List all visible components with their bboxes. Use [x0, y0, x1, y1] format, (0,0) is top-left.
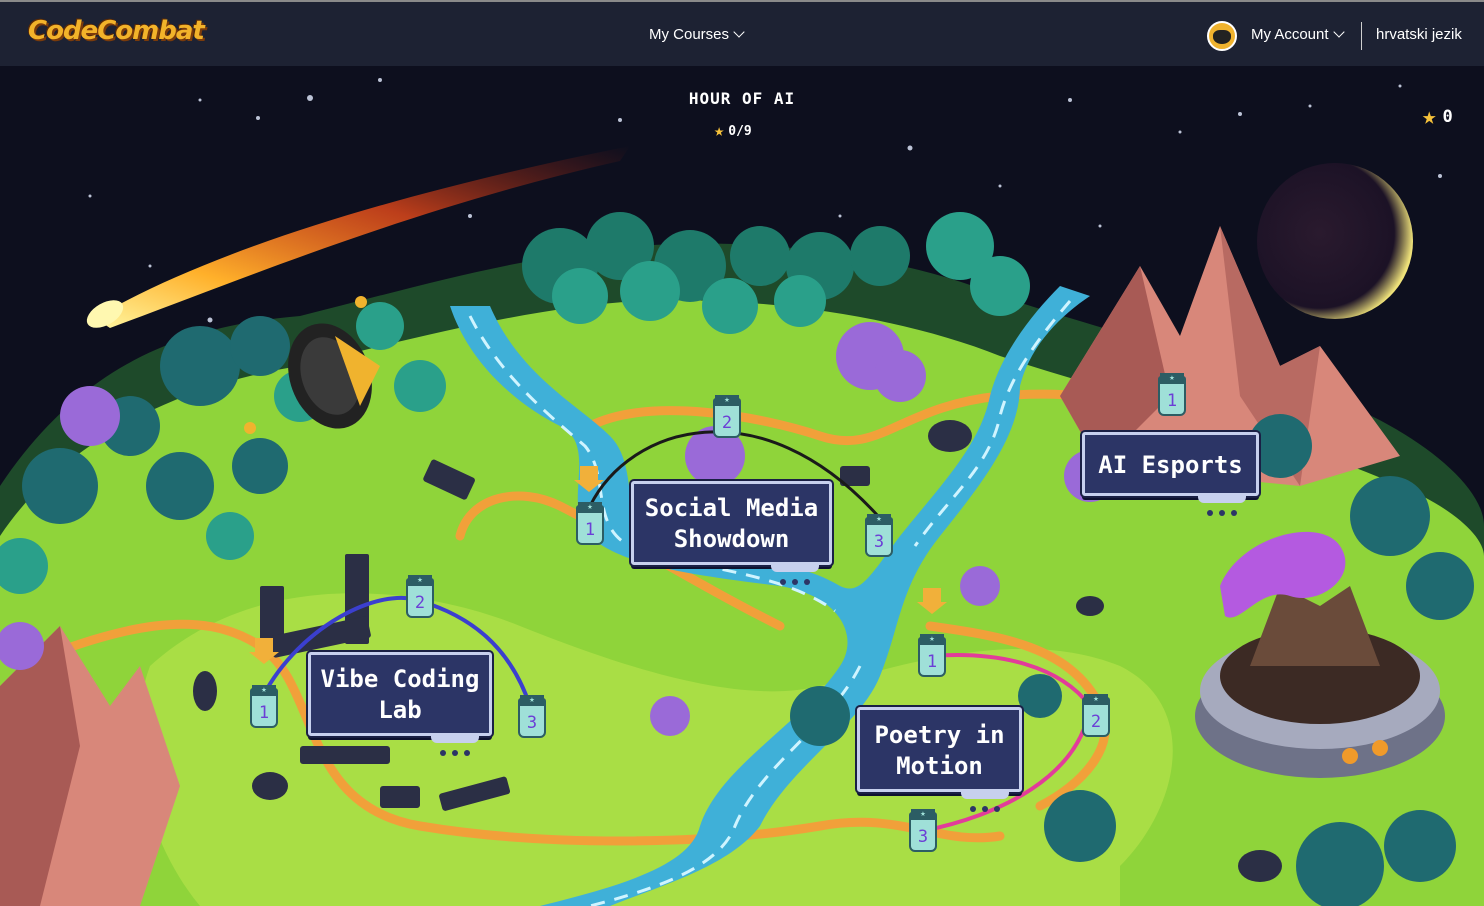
- top-nav-bar: CodeCombat My Courses My Account hrvatsk…: [0, 0, 1484, 66]
- entry-arrows: [249, 466, 947, 664]
- my-account-label: My Account: [1251, 26, 1329, 43]
- star-count-text: 0: [1442, 107, 1453, 127]
- my-account-menu[interactable]: My Account: [1251, 26, 1345, 43]
- progress-text: 0/9: [728, 124, 752, 139]
- comet-tail: [95, 146, 630, 328]
- portal-structure: [1195, 531, 1445, 778]
- level-title-line: Social Media: [644, 494, 819, 522]
- comet-head: [86, 300, 124, 328]
- more-dots-icon: [771, 562, 819, 585]
- star-icon: ★: [1422, 102, 1437, 130]
- my-courses-label: My Courses: [649, 26, 730, 43]
- stage-node[interactable]: 3: [909, 809, 937, 852]
- chevron-down-icon: [1332, 26, 1345, 38]
- stage-node[interactable]: 2: [1082, 694, 1110, 737]
- star-icon: ★: [714, 121, 725, 141]
- codecombat-logo[interactable]: CodeCombat: [28, 16, 205, 46]
- stars: [88, 78, 1442, 323]
- stage-node[interactable]: 3: [518, 695, 546, 738]
- stage-node[interactable]: 1: [250, 685, 278, 728]
- campaign-map: [0, 66, 1484, 906]
- more-dots-icon: [1198, 493, 1246, 516]
- level-vibe-coding-lab[interactable]: Vibe Coding Lab: [308, 652, 492, 756]
- level-title-line: Poetry in: [874, 721, 1005, 749]
- level-title-line: Motion: [896, 752, 983, 780]
- rocks: [193, 420, 1282, 882]
- nav-divider: [1361, 22, 1362, 50]
- star-counter: ★0: [1422, 100, 1453, 130]
- level-title-line: Showdown: [673, 525, 790, 553]
- level-title-line: AI Esports: [1098, 451, 1243, 479]
- chevron-down-icon: [733, 26, 745, 38]
- stage-node[interactable]: 1: [918, 634, 946, 677]
- map-illustration: [0, 66, 1484, 906]
- more-dots-icon: [961, 789, 1009, 812]
- stage-node[interactable]: 2: [406, 575, 434, 618]
- level-title-line: Vibe Coding: [320, 665, 480, 693]
- trees: [0, 212, 1474, 906]
- more-dots-icon: [431, 733, 479, 756]
- stage-node[interactable]: 3: [865, 514, 893, 557]
- moon: [1257, 163, 1413, 319]
- path-social-media: [588, 430, 880, 518]
- level-social-media-showdown[interactable]: Social Media Showdown: [631, 481, 832, 585]
- stage-node[interactable]: 1: [576, 502, 604, 545]
- avatar[interactable]: [1207, 21, 1237, 51]
- stage-node[interactable]: 2: [713, 395, 741, 438]
- level-title-line: Lab: [378, 696, 422, 724]
- level-ai-esports[interactable]: AI Esports: [1082, 432, 1259, 516]
- campaign-progress: ★0/9: [714, 120, 752, 141]
- crashed-pod: [244, 296, 380, 434]
- mountains-left: [0, 626, 180, 906]
- campaign-title: HOUR OF AI: [688, 89, 796, 108]
- stage-node[interactable]: 1: [1158, 373, 1186, 416]
- avatar-face-icon: [1213, 30, 1231, 44]
- language-selector[interactable]: hrvatski jezik: [1376, 26, 1462, 43]
- my-courses-menu[interactable]: My Courses: [649, 26, 745, 43]
- level-poetry-in-motion[interactable]: Poetry in Motion: [857, 707, 1022, 812]
